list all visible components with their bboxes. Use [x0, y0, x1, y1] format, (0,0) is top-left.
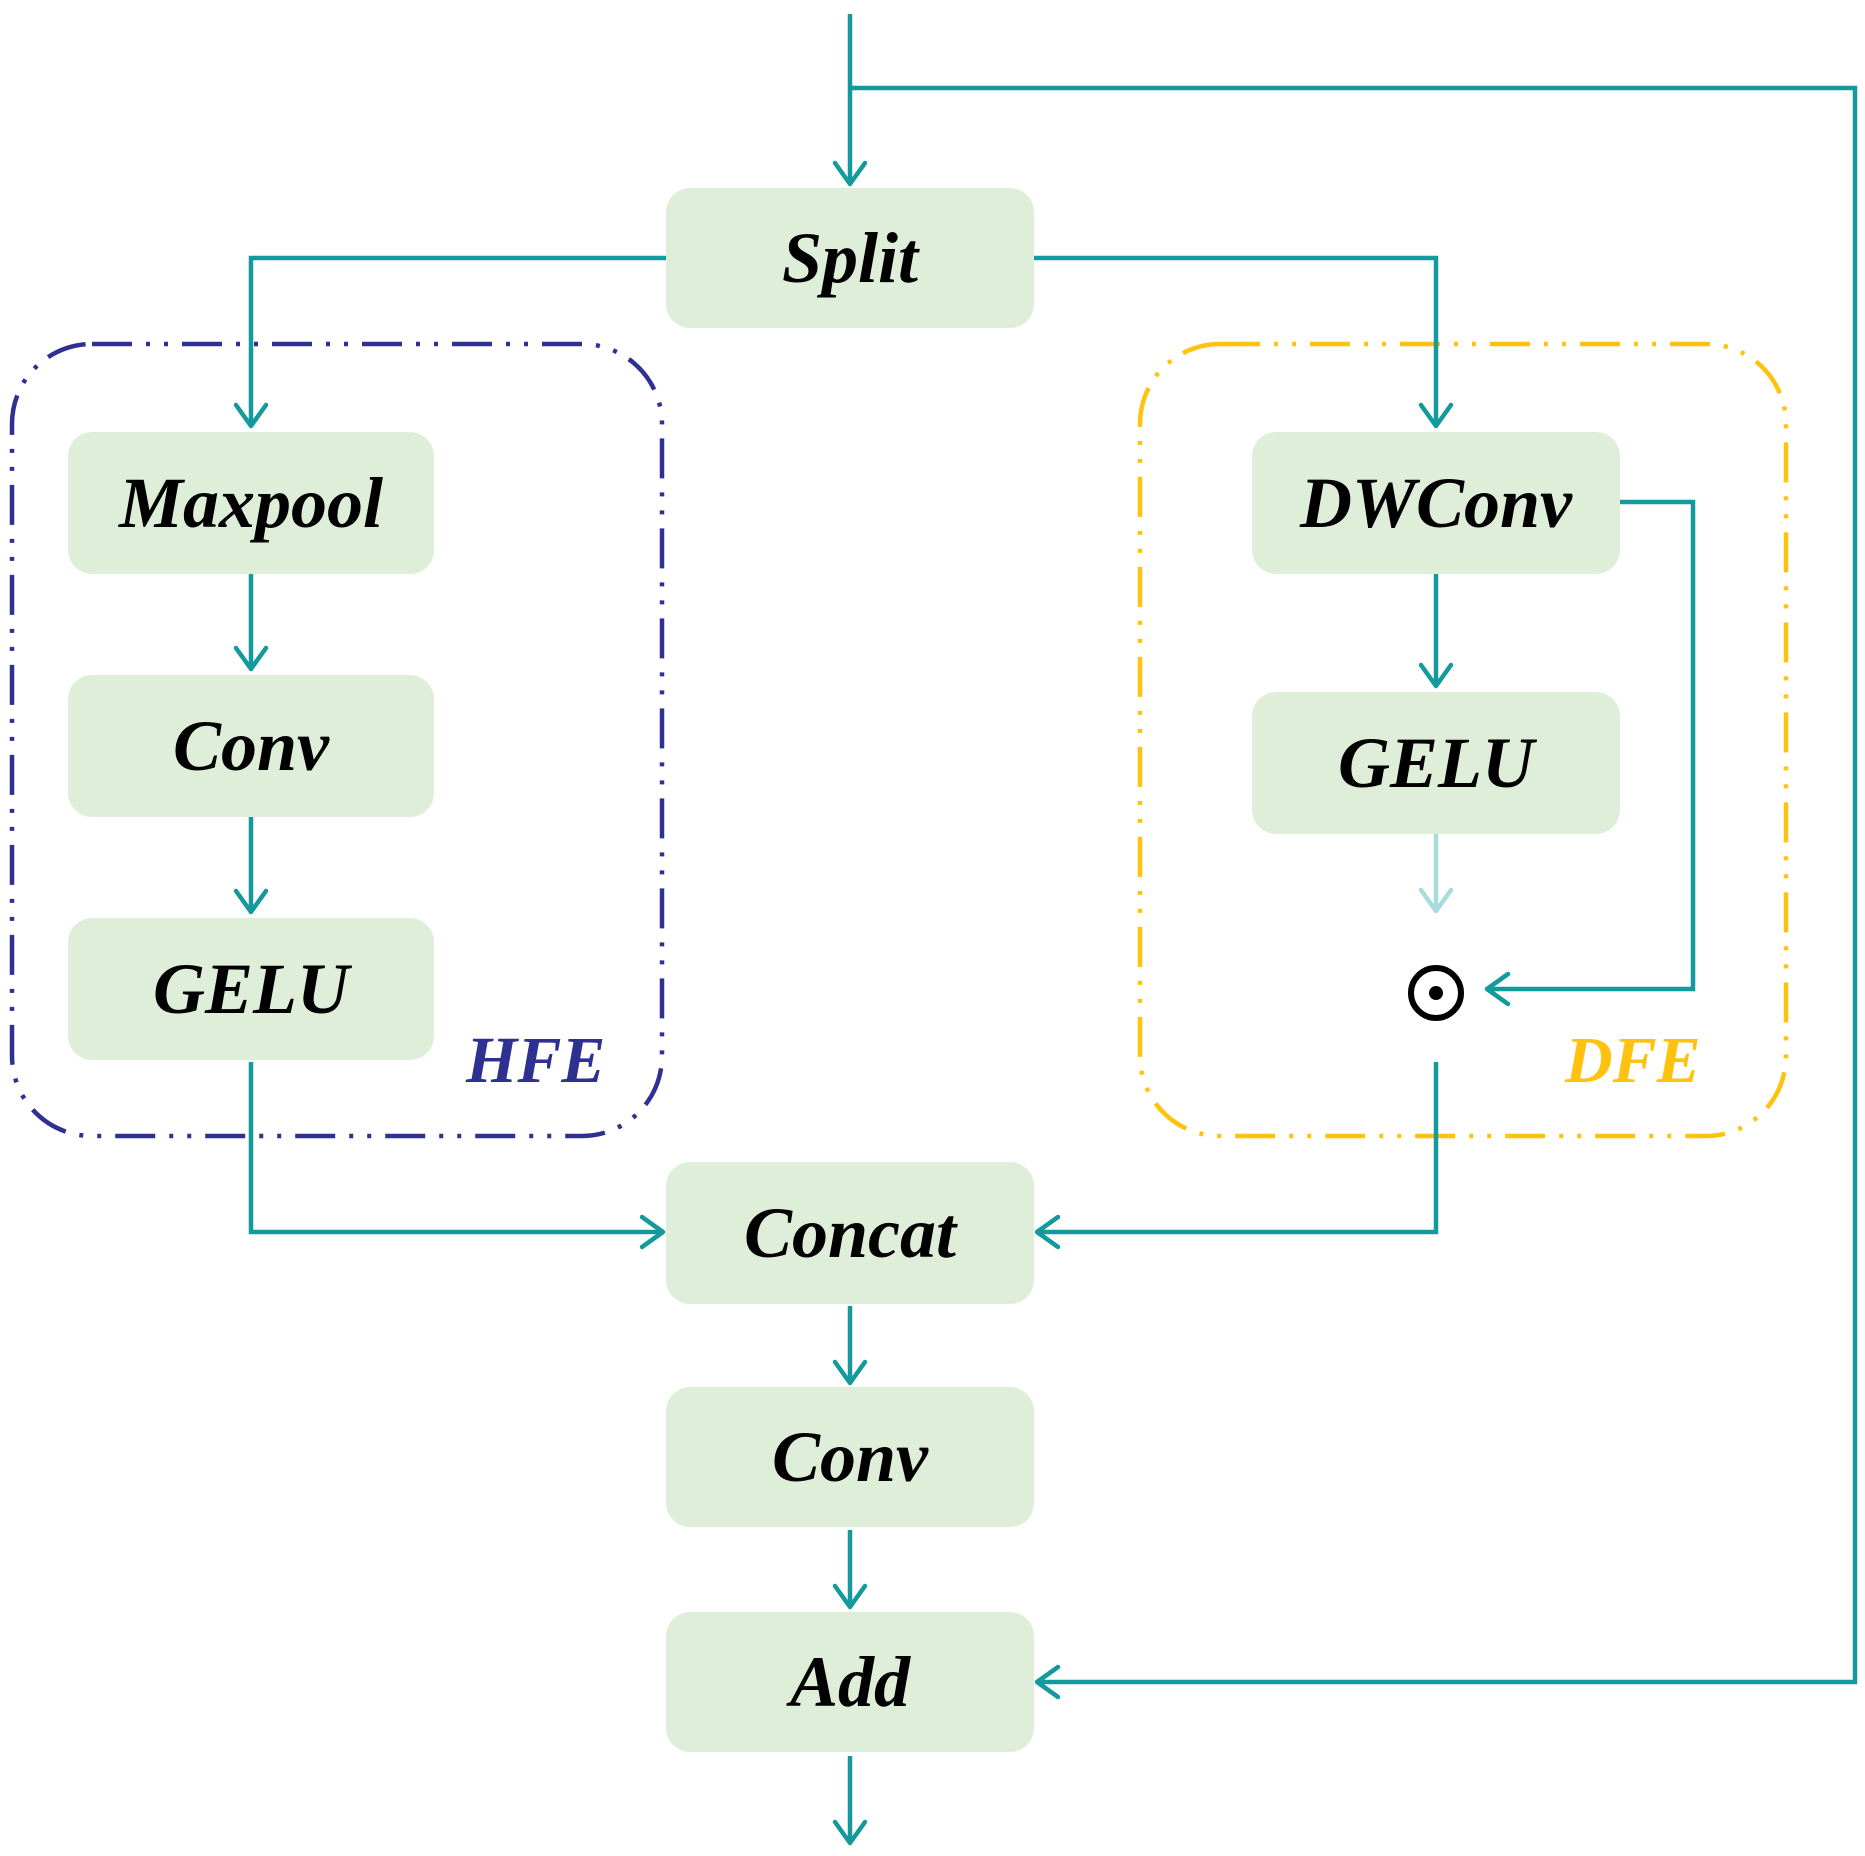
arrowhead-right-concat	[639, 1214, 666, 1250]
node-hfe-gelu-label: GELU	[153, 949, 353, 1029]
node-split: Split	[666, 188, 1034, 328]
edge-split-to-dwconv	[1034, 255, 1439, 425]
node-split-label: Split	[782, 218, 920, 298]
arrowhead-left-add	[1034, 1664, 1061, 1700]
arrowheads	[233, 160, 1511, 1846]
node-dfe-gelu-label: GELU	[1338, 723, 1538, 803]
arrowhead-down-output	[832, 1819, 868, 1846]
node-concat: Concat	[666, 1162, 1034, 1304]
edge-hfe-gelu-to-concat	[248, 1062, 662, 1235]
node-hfe-conv-label: Conv	[173, 706, 330, 786]
elementwise-product-operator	[1408, 965, 1464, 1021]
arrowhead-down-conv	[832, 1359, 868, 1386]
product-operator-dot	[1429, 986, 1443, 1000]
node-add-label: Add	[786, 1642, 911, 1722]
node-dfe-gelu: GELU	[1252, 692, 1620, 834]
arrowhead-left-concat	[1034, 1214, 1061, 1250]
node-dwconv-label: DWConv	[1299, 463, 1573, 543]
node-maxpool-label: Maxpool	[118, 463, 383, 543]
edge-product-to-concat	[1038, 1062, 1439, 1235]
arrowhead-down-split	[832, 160, 868, 187]
arrowhead-down-dwconv	[1418, 402, 1454, 429]
arrowhead-down-hfe-gelu	[233, 888, 269, 915]
connectors	[248, 14, 1858, 1842]
edge-split-to-maxpool	[248, 255, 666, 425]
dfe-group-label: DFE	[1564, 1024, 1701, 1097]
node-conv: Conv	[666, 1387, 1034, 1527]
arrowhead-down-maxpool	[233, 402, 269, 429]
hfe-group-border	[9, 341, 665, 1139]
edge-dwconv-to-product	[1488, 499, 1696, 992]
node-dwconv: DWConv	[1252, 432, 1620, 574]
node-concat-label: Concat	[744, 1193, 958, 1273]
arrowhead-down-product	[1418, 887, 1454, 914]
node-hfe-gelu: GELU	[68, 918, 434, 1060]
edge-input-to-add-residual	[850, 85, 1858, 1685]
arrowhead-down-hfe-conv	[233, 645, 269, 672]
hfe-group-label: HFE	[465, 1024, 605, 1097]
dfe-group-border	[1137, 341, 1789, 1139]
node-add: Add	[666, 1612, 1034, 1752]
arrowhead-down-dfe-gelu	[1418, 662, 1454, 689]
node-maxpool: Maxpool	[68, 432, 434, 574]
arrowhead-left-product	[1484, 971, 1511, 1007]
arrowhead-down-add	[832, 1583, 868, 1610]
node-hfe-conv: Conv	[68, 675, 434, 817]
node-conv-label: Conv	[772, 1417, 929, 1497]
